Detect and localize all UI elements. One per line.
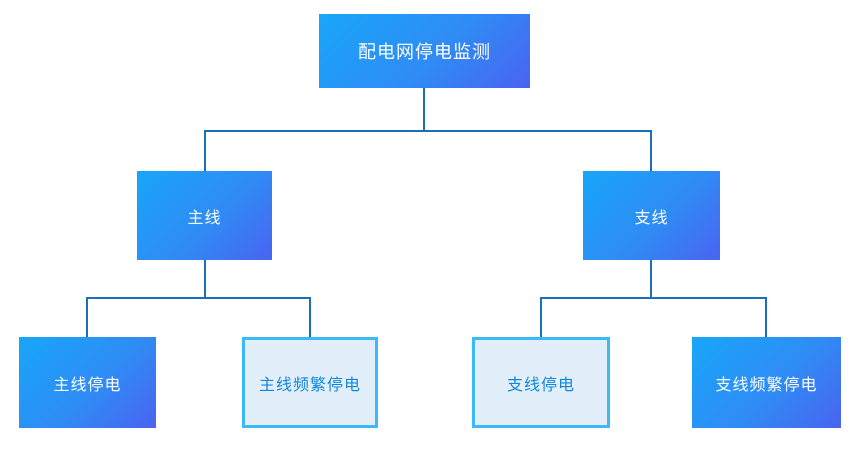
node-main-outage-label: 主线停电 (53, 376, 122, 394)
node-root-label: 配电网停电监测 (358, 42, 491, 62)
node-branch-frequent-outage-label: 支线频繁停电 (715, 376, 818, 394)
connector-branch-subtree-rail (540, 297, 767, 299)
connector-root-drop (423, 88, 425, 130)
connector-branch-outage-drop (540, 297, 542, 337)
node-main-line-label: 主线 (187, 209, 222, 227)
connector-branch-line-drop (650, 130, 652, 171)
node-main-line[interactable]: 主线 (137, 171, 272, 260)
connector-main-frequent-drop (309, 297, 311, 337)
node-main-frequent-outage-label: 主线频繁停电 (258, 376, 361, 394)
node-root[interactable]: 配电网停电监测 (319, 14, 530, 88)
connector-main-subtree-rail (86, 297, 311, 299)
node-branch-outage-label: 支线停电 (506, 376, 575, 394)
node-main-frequent-outage[interactable]: 主线频繁停电 (242, 337, 378, 428)
node-branch-line[interactable]: 支线 (583, 171, 720, 260)
node-branch-line-label: 支线 (634, 209, 669, 227)
connector-branch-subtree-drop (650, 260, 652, 297)
node-branch-outage[interactable]: 支线停电 (472, 337, 610, 428)
connector-main-outage-drop (86, 297, 88, 337)
node-main-outage[interactable]: 主线停电 (19, 337, 156, 428)
node-branch-frequent-outage[interactable]: 支线频繁停电 (692, 337, 841, 428)
connector-main-subtree-drop (204, 260, 206, 297)
connector-branch-frequent-drop (765, 297, 767, 337)
connector-main-line-drop (204, 130, 206, 171)
connector-level2-rail (204, 130, 652, 132)
